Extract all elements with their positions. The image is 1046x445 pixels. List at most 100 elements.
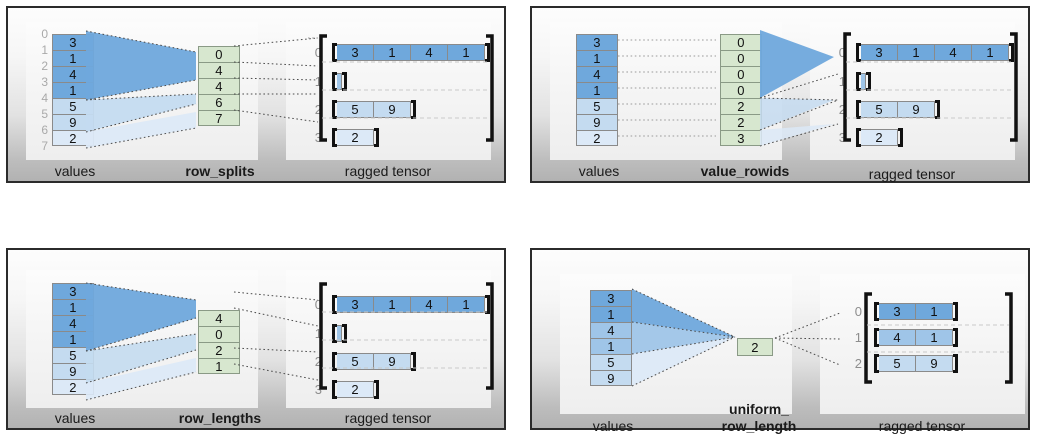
ragged-cell: 9 xyxy=(374,101,411,118)
caption-uniform-line2: row_length xyxy=(721,418,797,434)
caption-ragged-tensor: ragged tensor xyxy=(878,418,966,434)
open-bracket xyxy=(874,354,879,373)
row-splits-vector: 0 4 4 6 7 xyxy=(198,46,240,126)
ragged-row: 3 1 4 1 xyxy=(332,295,490,314)
values-index: 6 xyxy=(41,123,48,137)
close-bracket xyxy=(342,324,347,343)
close-bracket xyxy=(374,380,379,399)
ragged-row-index: 0 xyxy=(314,297,322,312)
open-bracket xyxy=(332,128,337,147)
ragged-row-index: 3 xyxy=(314,130,322,145)
ragged-cell: 3 xyxy=(861,44,898,61)
ragged-row xyxy=(332,324,347,343)
ragged-cell: 4 xyxy=(411,296,448,313)
value-rowids-cell: 3 xyxy=(720,130,762,146)
ragged-cell: 1 xyxy=(898,44,935,61)
values-index: 1 xyxy=(41,43,48,57)
row-lengths-cell: 2 xyxy=(198,342,240,358)
value-cell: 4 xyxy=(52,66,94,82)
ragged-cell: 2 xyxy=(337,129,374,146)
ragged-row-index: 0 xyxy=(838,45,846,60)
caption-row-splits: row_splits xyxy=(185,163,255,179)
open-bracket xyxy=(332,380,337,399)
values-index: 2 xyxy=(41,59,48,73)
ragged-cell: 3 xyxy=(337,44,374,61)
ragged-row-index: 2 xyxy=(314,354,322,369)
ragged-cell: 3 xyxy=(337,296,374,313)
close-bracket xyxy=(953,354,958,373)
values-index: 0 xyxy=(41,27,48,41)
ragged-row: 2 xyxy=(856,128,903,147)
value-cell: 9 xyxy=(590,370,632,386)
open-bracket xyxy=(874,302,879,321)
ragged-row: 5 9 xyxy=(856,100,940,119)
row-splits-cell: 4 xyxy=(198,62,240,78)
open-bracket xyxy=(856,43,861,62)
caption-values: values xyxy=(578,163,620,179)
panel-value-rowids: 3 1 4 1 5 9 2 0 0 0 0 2 2 3 values value… xyxy=(530,6,1030,183)
ragged-row: 2 xyxy=(332,380,379,399)
value-cell: 1 xyxy=(52,299,94,315)
value-cell: 9 xyxy=(576,114,618,130)
open-bracket xyxy=(874,328,879,347)
ragged-row: 5 9 xyxy=(332,100,416,119)
close-bracket xyxy=(935,100,940,119)
ragged-row: 3 1 4 1 xyxy=(332,43,490,62)
ragged-cell: 4 xyxy=(935,44,972,61)
ragged-cell: 1 xyxy=(916,303,953,320)
ragged-cell: 9 xyxy=(374,353,411,370)
caption-uniform-line1: uniform_ xyxy=(729,401,789,417)
close-bracket xyxy=(411,100,416,119)
ragged-cell: 9 xyxy=(898,101,935,118)
caption-row-lengths: row_lengths xyxy=(178,410,262,426)
ragged-cell: 5 xyxy=(337,101,374,118)
close-bracket xyxy=(953,302,958,321)
ragged-cell: 5 xyxy=(337,353,374,370)
open-bracket xyxy=(332,43,337,62)
caption-ragged-tensor: ragged tensor xyxy=(868,166,956,182)
panel-row-splits: 0 1 2 3 4 5 6 7 3 1 4 1 5 9 2 0 4 4 6 7 … xyxy=(6,6,506,183)
ragged-cell: 3 xyxy=(879,303,916,320)
ragged-row-index: 3 xyxy=(314,382,322,397)
open-bracket xyxy=(332,324,337,343)
values-vector: 3 1 4 1 5 9 xyxy=(590,290,632,386)
value-rowids-cell: 0 xyxy=(720,50,762,66)
value-rowids-vector: 0 0 0 0 2 2 3 xyxy=(720,34,762,146)
uniform-row-length-cell: 2 xyxy=(737,338,773,356)
ragged-cell: 4 xyxy=(879,329,916,346)
value-cell: 2 xyxy=(52,379,94,395)
caption-values: values xyxy=(54,163,96,179)
value-rowids-cell: 0 xyxy=(720,66,762,82)
ragged-row: 3 1 xyxy=(874,302,958,321)
value-cell: 1 xyxy=(52,50,94,66)
ragged-cell: 1 xyxy=(448,44,485,61)
ragged-row-index: 1 xyxy=(838,74,846,89)
ragged-row xyxy=(332,72,347,91)
ragged-row: 4 1 xyxy=(874,328,958,347)
row-lengths-vector: 4 0 2 1 xyxy=(198,310,240,374)
close-bracket xyxy=(866,72,871,91)
value-cell: 1 xyxy=(590,306,632,322)
value-cell: 5 xyxy=(52,347,94,363)
ragged-cell: 2 xyxy=(337,381,374,398)
values-vector: 3 1 4 1 5 9 2 xyxy=(52,34,94,146)
value-cell: 1 xyxy=(576,82,618,98)
ragged-cell: 1 xyxy=(374,44,411,61)
row-splits-cell: 7 xyxy=(198,110,240,126)
value-cell: 9 xyxy=(52,114,94,130)
ragged-cell: 4 xyxy=(411,44,448,61)
value-cell: 5 xyxy=(52,98,94,114)
ragged-row-index: 2 xyxy=(854,356,862,371)
value-cell: 1 xyxy=(52,82,94,98)
ragged-row-index: 1 xyxy=(314,326,322,341)
close-bracket xyxy=(953,328,958,347)
value-cell: 3 xyxy=(52,34,94,50)
value-cell: 9 xyxy=(52,363,94,379)
caption-ragged-tensor: ragged tensor xyxy=(344,410,432,426)
ragged-cell: 5 xyxy=(861,101,898,118)
value-cell: 1 xyxy=(590,338,632,354)
values-index: 3 xyxy=(41,75,48,89)
panel-row-lengths: 3 1 4 1 5 9 2 4 0 2 1 values row_lengths… xyxy=(6,248,506,430)
ragged-row-index: 0 xyxy=(854,304,862,319)
ragged-row: 5 9 xyxy=(332,352,416,371)
